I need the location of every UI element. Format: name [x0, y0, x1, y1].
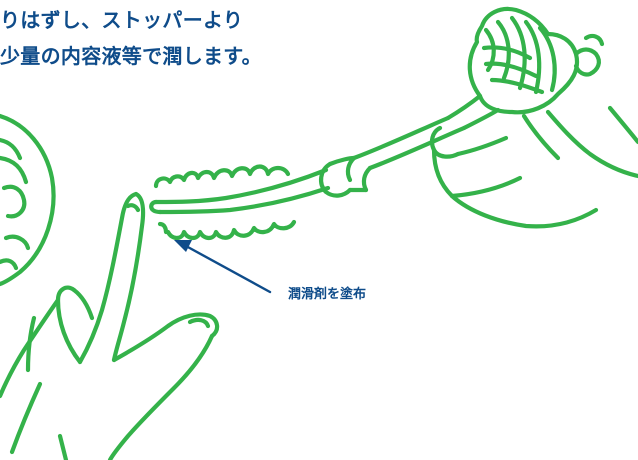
instruction-line-1: りはずし、ストッパーより [0, 8, 244, 32]
lubricant-marks [153, 164, 297, 241]
lubricant-callout-arrow [174, 240, 272, 294]
catheter-tube [149, 115, 467, 215]
instruction-text: りはずし、ストッパーより 少量の内容液等で潤します。 [0, 0, 380, 90]
magnified-detail-circle [0, 113, 56, 287]
instruction-line-2: 少量の内容液等で潤します。 [0, 44, 262, 68]
right-hand-holding-bulb [429, 6, 638, 229]
lubricant-callout-label: 潤滑剤を塗布 [288, 287, 367, 302]
left-hand-finger [0, 191, 220, 460]
